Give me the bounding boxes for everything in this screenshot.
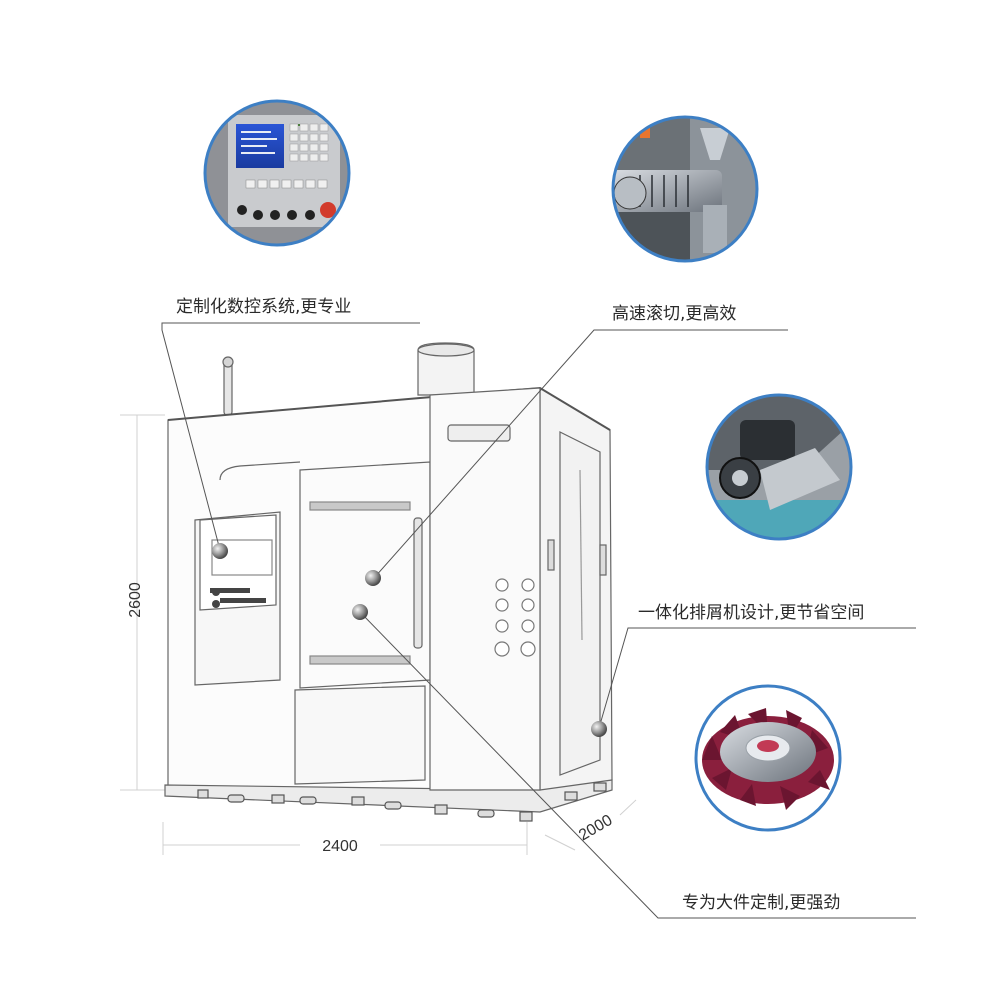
machine-body bbox=[164, 342, 613, 822]
dot-chip bbox=[591, 721, 607, 737]
dot-large bbox=[352, 604, 368, 620]
feature-label-chip: 一体化排屑机设计,更节省空间 bbox=[638, 603, 865, 623]
dot-hob bbox=[365, 570, 381, 586]
dimension-lines bbox=[120, 414, 637, 855]
feature-label-cnc: 定制化数控系统,更专业 bbox=[176, 297, 352, 317]
dimension-height: 2600 bbox=[127, 582, 144, 618]
dot-cnc bbox=[212, 543, 228, 559]
callout-lines bbox=[161, 322, 916, 919]
feature-label-hob: 高速滚切,更高效 bbox=[612, 304, 737, 324]
hobbing-spindle-icon bbox=[611, 115, 759, 263]
callout-dots bbox=[212, 543, 607, 737]
chip-conveyor-icon bbox=[705, 393, 853, 541]
bevel-gear-icon bbox=[694, 684, 842, 832]
dimension-width: 2400 bbox=[322, 838, 358, 855]
cnc-control-panel-icon bbox=[203, 99, 351, 247]
feature-label-large: 专为大件定制,更强劲 bbox=[682, 893, 841, 913]
